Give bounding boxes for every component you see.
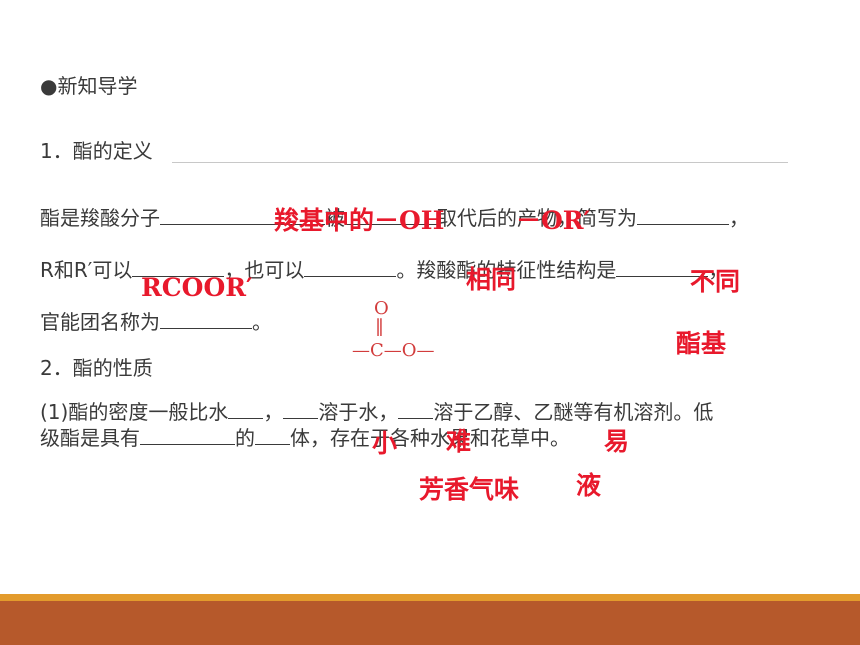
blank-11 [140, 426, 235, 445]
heading-ester-definition: 1．酯的定义 [40, 139, 153, 163]
answer-hard: 难 [446, 427, 472, 456]
answer-same: 相同 [466, 265, 517, 294]
heading-ester-properties: 2．酯的性质 [40, 356, 153, 380]
answer-liquid: 液 [576, 471, 602, 500]
footer-bar [0, 601, 860, 645]
answer-different: 不同 [690, 267, 741, 296]
blank-10 [398, 400, 434, 419]
answer-small: 小 [372, 429, 398, 458]
blank-4 [132, 258, 225, 277]
text: 酯是羧酸分子 [40, 206, 160, 230]
structure-oxygen: O [374, 298, 389, 319]
structure-double-bond: ‖ [375, 316, 384, 337]
property-line-2: 级酯是具有 的 体，存在于各种水果和花草中。 [40, 426, 570, 450]
text: 级酯是具有 [40, 426, 140, 450]
text: 被 [325, 206, 345, 230]
definition-line-1: 酯是羧酸分子 被 取代后的产物，简写为 ， [40, 206, 749, 230]
section-title: ●新知导学 [40, 74, 138, 98]
text: (1)酯的密度一般比水 [40, 400, 229, 424]
answer-carboxyl-oh: 羧基中的－OH [274, 206, 445, 235]
text: 。 [252, 310, 272, 334]
structure-chain: —C—O— [352, 340, 435, 361]
answer-or: －OR′ [516, 206, 591, 235]
text: 溶于乙醇、乙醚等有机溶剂。低 [433, 400, 714, 424]
answer-fragrance: 芳香气味 [419, 475, 520, 504]
blank-8 [228, 400, 264, 419]
blank-12 [255, 426, 290, 445]
property-line-1: (1)酯的密度一般比水 ， 溶于水， 溶于乙醇、乙醚等有机溶剂。低 [40, 400, 713, 424]
text: 。羧酸酯的特征性结构是 [396, 258, 617, 282]
text: 的 [235, 426, 255, 450]
definition-line-2: R和R′可以 ，也可以 。羧酸酯的特征性结构是 ， [40, 258, 728, 282]
text: ， [729, 206, 749, 230]
footer-accent-stripe [0, 594, 860, 601]
definition-line-3: 官能团名称为 。 [40, 310, 272, 334]
blank-9 [283, 400, 319, 419]
text: ， [708, 258, 729, 282]
text: ，也可以 [224, 258, 305, 282]
blank-3 [637, 206, 729, 225]
heading-rule [172, 162, 788, 163]
blank-5 [304, 258, 397, 277]
text: 体，存在于各种水果和花草中。 [290, 426, 570, 450]
blank-1 [160, 206, 325, 225]
answer-rcoor: RCOOR′ [141, 273, 253, 302]
blank-2 [345, 206, 437, 225]
text: 溶于水， [318, 400, 399, 424]
blank-6 [616, 258, 709, 277]
text: 取代后的产物，简写为 [437, 206, 637, 230]
answer-ester-group: 酯基 [676, 329, 727, 358]
text: 官能团名称为 [40, 310, 160, 334]
text: R和R′可以 [40, 258, 133, 282]
answer-easy: 易 [604, 427, 630, 456]
ester-structure: O ‖ —C—O— [350, 298, 450, 368]
text: ， [263, 400, 284, 424]
blank-7 [160, 310, 252, 329]
